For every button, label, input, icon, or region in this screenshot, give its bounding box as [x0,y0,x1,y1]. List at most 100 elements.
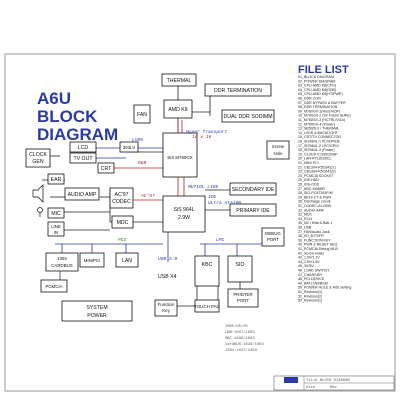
mutiol-label: MUTIOL LINE [188,184,219,190]
svg-text:DDR TERMINATION: DDR TERMINATION [214,88,262,94]
svg-text:Function: Function [158,302,175,307]
title-line-2: BLOCK [37,107,98,126]
file-list-item: 46_LOAD SWITCH [298,269,329,273]
file-list-item: 04_CPU-AMD K8(DDR) [298,88,336,92]
file-list-item: 44_2.5V/1.8V [298,260,320,264]
svg-text:302LV: 302LV [123,145,135,150]
svg-text:Rev: Rev [330,386,338,390]
screw-hole-block: Screw Hole [266,140,290,160]
speaker-icon [32,184,44,203]
lvds-label: LVDS [132,137,143,143]
file-list-item: 52_Revision(2) [298,294,322,298]
file-list-item: 35_NC / Batt & Batt 1 [298,221,332,225]
file-list-item: 01_BLOCK DIAGRAM [298,75,334,79]
title-block: Title BLOCK DIAGRAM Size Rev [273,375,395,391]
svg-text:GEN: GEN [32,159,43,165]
file-list-item: 32_AUDIO AMP [298,208,325,212]
lvds-chip-block: 302LV [119,141,139,153]
secondary-ide-block: SECONDARY IDE [229,182,277,196]
svg-text:POWER: POWER [87,313,107,319]
touch-pad-block: TOUCH PAD [194,299,220,313]
svg-text:Title: Title [306,378,318,383]
svg-text:BLOCK DIAGRAM: BLOCK DIAGRAM [320,379,350,383]
file-list-item: 47_CHARGER [298,273,322,277]
file-list-item: 05_CPU-AMD K8(HT/PWR) [298,92,343,96]
file-list-item: 07_DDR BYPASS & BUFFER [298,101,346,105]
file-list-item: 40_PWR & RESET SEQ [298,243,337,247]
mdc-block: MDC [111,215,134,229]
svg-text:PRIMARY IDE: PRIMARY IDE [236,208,270,214]
svg-text:SiS M760GX: SiS M760GX [167,155,192,160]
file-list-item: 45_3V/5V [298,264,314,268]
southbridge-block: SiS 964L 2.9W [162,195,206,233]
file-list-item: 23_CB1394-R5C841(2) [298,170,336,174]
mic-block: MIC [47,207,65,219]
file-list-item: 13_SB5S5LV / THERMAL [298,127,339,131]
file-list-item: 33_MDC [298,213,313,217]
file-list-item: 16_SIS964L-1 PCI/DPIDE [298,140,341,144]
file-list-item: 09_M760GX-1(Host-NOP) [298,109,340,113]
svg-text:SiS 964L: SiS 964L [173,207,194,213]
northbridge-block: SiS M760GX [162,132,198,178]
file-list-item: 28_SIO-PC87393F/M [298,191,333,195]
ddr-termination-block: DDR TERMINATION [204,83,272,97]
file-list-item: 06_DDR CON [298,97,321,101]
svg-text:2.9W: 2.9W [178,215,190,221]
crt-block: CRT [97,162,115,174]
svg-text:Size: Size [306,385,316,390]
file-list-item: 36_USB [298,226,312,230]
file-list-item: 25_IDE-HDD [298,178,319,182]
svg-text:AUDIO AMP: AUDIO AMP [68,192,97,198]
file-list-item: 08_DDR TERMINATION [298,105,338,109]
svg-text:LINE: LINE [51,224,61,229]
file-list-item: 29_BIOS-CT & FWH [298,195,331,199]
ear-block: EAR [47,173,65,185]
file-list-item: 53_Revision(1) [298,299,322,303]
file-list-item: 12_M760GX-4 (Power) [298,122,335,126]
lcd-block: LCD [69,141,97,153]
file-list-item: 20_LAN-RTL8100CL [298,157,332,161]
svg-text:AMD K8: AMD K8 [168,107,187,113]
ide-label: IDE [208,194,217,200]
svg-text:DUAL DDR SODIMM: DUAL DDR SODIMM [223,114,272,120]
ide-speed-label: ULtra ATA100 [208,200,241,206]
svg-text:CRT: CRT [101,166,112,172]
file-list-item: 41_PCMCIA Debug MUX [298,247,339,251]
kbc-block: KBC [194,255,220,287]
file-list-item: 14_LVDS & BACKLIGHT [298,131,339,135]
file-list-item: 22_CB1394-R5C841(1) [298,165,336,169]
file-list-item: 43_1.5V/1.2V [298,256,320,260]
svg-text:CARDBUS: CARDBUS [51,263,73,268]
svg-text:PORT: PORT [237,298,249,303]
svg-text:PCMCIA: PCMCIA [45,284,62,289]
svg-text:SECONDARY IDE: SECONDARY IDE [232,187,275,193]
file-list-item: 21_MINI PCI [298,161,319,165]
function-key-block: Function Key [154,299,178,317]
svg-text:SYSTEM: SYSTEM [86,305,107,311]
file-list-item: 19_CLOCK ICS950208F [298,152,338,156]
svg-text:CLOCK: CLOCK [29,152,47,158]
file-list-item: 03_CPU-AMD K8(CFG) [298,84,336,88]
svg-text:KBC: KBC [202,262,213,268]
sio-block: SIO [227,255,253,283]
svg-text:THERMAL: THERMAL [167,78,192,84]
file-list-item: 30_Discharge circuit [298,200,331,204]
hyper-transport-label: Hyper Transport [186,129,228,135]
thermal-block: THERMAL [161,73,197,87]
rgb-label: RGB [138,160,147,166]
clock-gen-block: CLOCK GEN [25,148,51,168]
file-list-item: 50_POWER HOLE & MIS Setting [298,286,351,290]
primary-ide-block: PRIMARY IDE [229,203,277,217]
audio-amp-block: AUDIO AMP [64,187,100,201]
mic-icon [37,207,43,217]
cardbus-1394-block: 1394 CARDBUS [45,252,79,272]
svg-text:SIO: SIO [236,262,245,268]
svg-text:TV OUT: TV OUT [73,156,93,162]
file-list-item: 17_SIS964L-2 LPC/GPIO [298,144,339,148]
file-list-item: 24_PCMCIA SOCKET [298,174,334,178]
file-list-item: 27_KBC-M38857 [298,187,326,191]
svg-text:TOUCH PAD: TOUCH PAD [194,304,219,309]
svg-text:Hole: Hole [273,151,283,156]
lan-block: LAN [115,252,139,268]
